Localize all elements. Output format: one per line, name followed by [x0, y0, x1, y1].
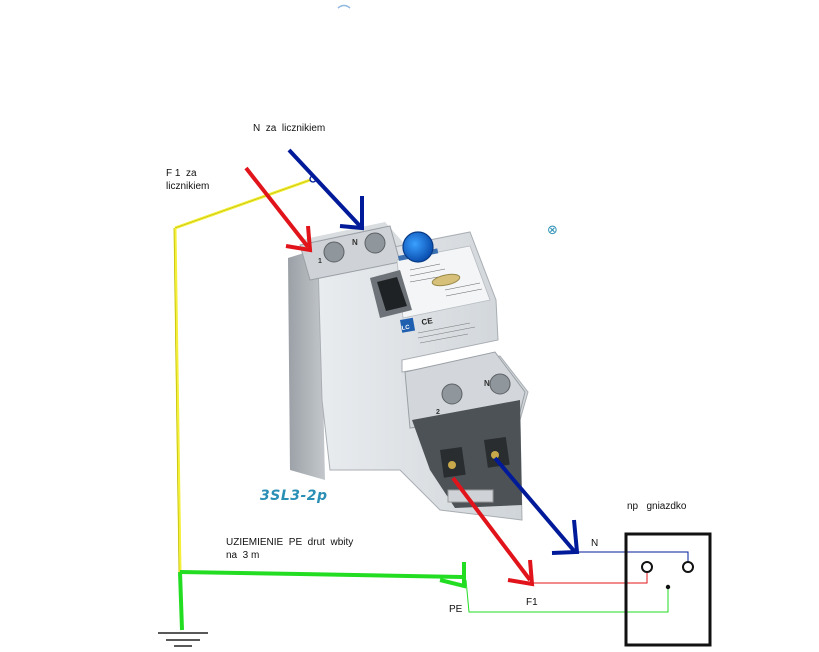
earth-arrow-head: [439, 562, 466, 589]
top-terminal-screw-left: [323, 241, 345, 263]
label-uziemienie-line1: UZIEMIENIE PE drut wbity: [226, 537, 354, 548]
label-pe: PE: [449, 604, 463, 615]
earth-wire: [179, 570, 463, 579]
bottom-terminal-screw-left: [441, 383, 463, 405]
test-button: [402, 231, 434, 263]
terminal-top-right-label: N: [352, 238, 358, 247]
phase-in-wire-dark: [174, 178, 314, 229]
clamp-screw-left: [448, 461, 456, 469]
toggle-lever: [377, 277, 407, 311]
device-fine-print-lower: [417, 322, 476, 344]
manufacturer-logo: [400, 317, 416, 333]
ground-symbol: [158, 632, 208, 647]
socket-pin-left: [641, 561, 653, 573]
phase-out-arrow-head: [507, 559, 535, 587]
neutral-in-arrow-head: [339, 196, 364, 231]
clamp-screw-right: [491, 451, 499, 459]
device-fine-print: [409, 263, 483, 297]
terminal-bottom-right-label: N: [484, 379, 490, 388]
earth-down-wire: [178, 571, 184, 631]
phase-out-arrow-shaft: [451, 476, 532, 582]
earth-riser-yellow-edge: [173, 227, 180, 573]
label-n-za-licznikiem: N za licznikiem: [253, 123, 326, 134]
rcd-device: 1 N LC CE 2 N: [288, 222, 529, 521]
neutral-in-arrow-shaft: [287, 148, 362, 228]
phase-in-arrow-shaft: [244, 166, 310, 249]
model-label: 3SL3-2p: [260, 488, 328, 504]
socket-pin-right: [682, 561, 694, 573]
phase-socket-wire: [532, 568, 648, 584]
socket-outline: [624, 532, 712, 647]
neutral-out-arrow-shaft: [493, 456, 577, 554]
bottom-terminal-screw-right: [489, 373, 511, 395]
small-mark-icon: ⊗: [547, 223, 558, 238]
phase-in-arrow-head: [285, 225, 313, 253]
terminal-top-left-label: 1: [318, 258, 322, 265]
ce-mark: CE: [421, 316, 434, 327]
label-np-gniazdko: np gniazdko: [627, 501, 687, 512]
device-rating-window: [431, 273, 461, 287]
top-arc-mark: [337, 4, 351, 9]
label-f1-socket: F1: [526, 597, 538, 608]
top-terminal-screw-right: [364, 232, 386, 254]
label-f1-za-line2: licznikiem: [166, 181, 210, 192]
terminal-bottom-left-label: 2: [436, 409, 440, 416]
device-side: [288, 248, 325, 480]
label-uziemienie-line2: na 3 m: [226, 550, 260, 561]
socket-earth-pin: [665, 584, 671, 590]
earth-socket-wire: [465, 579, 669, 613]
clamp-housing: [412, 400, 522, 508]
label-n-socket: N: [591, 538, 599, 549]
manufacturer-logo-text: LC: [401, 325, 411, 332]
neutral-socket-wire: [575, 551, 689, 566]
label-f1-za-line1: F 1 za: [166, 168, 197, 179]
earth-riser-yellow: [173, 227, 182, 573]
